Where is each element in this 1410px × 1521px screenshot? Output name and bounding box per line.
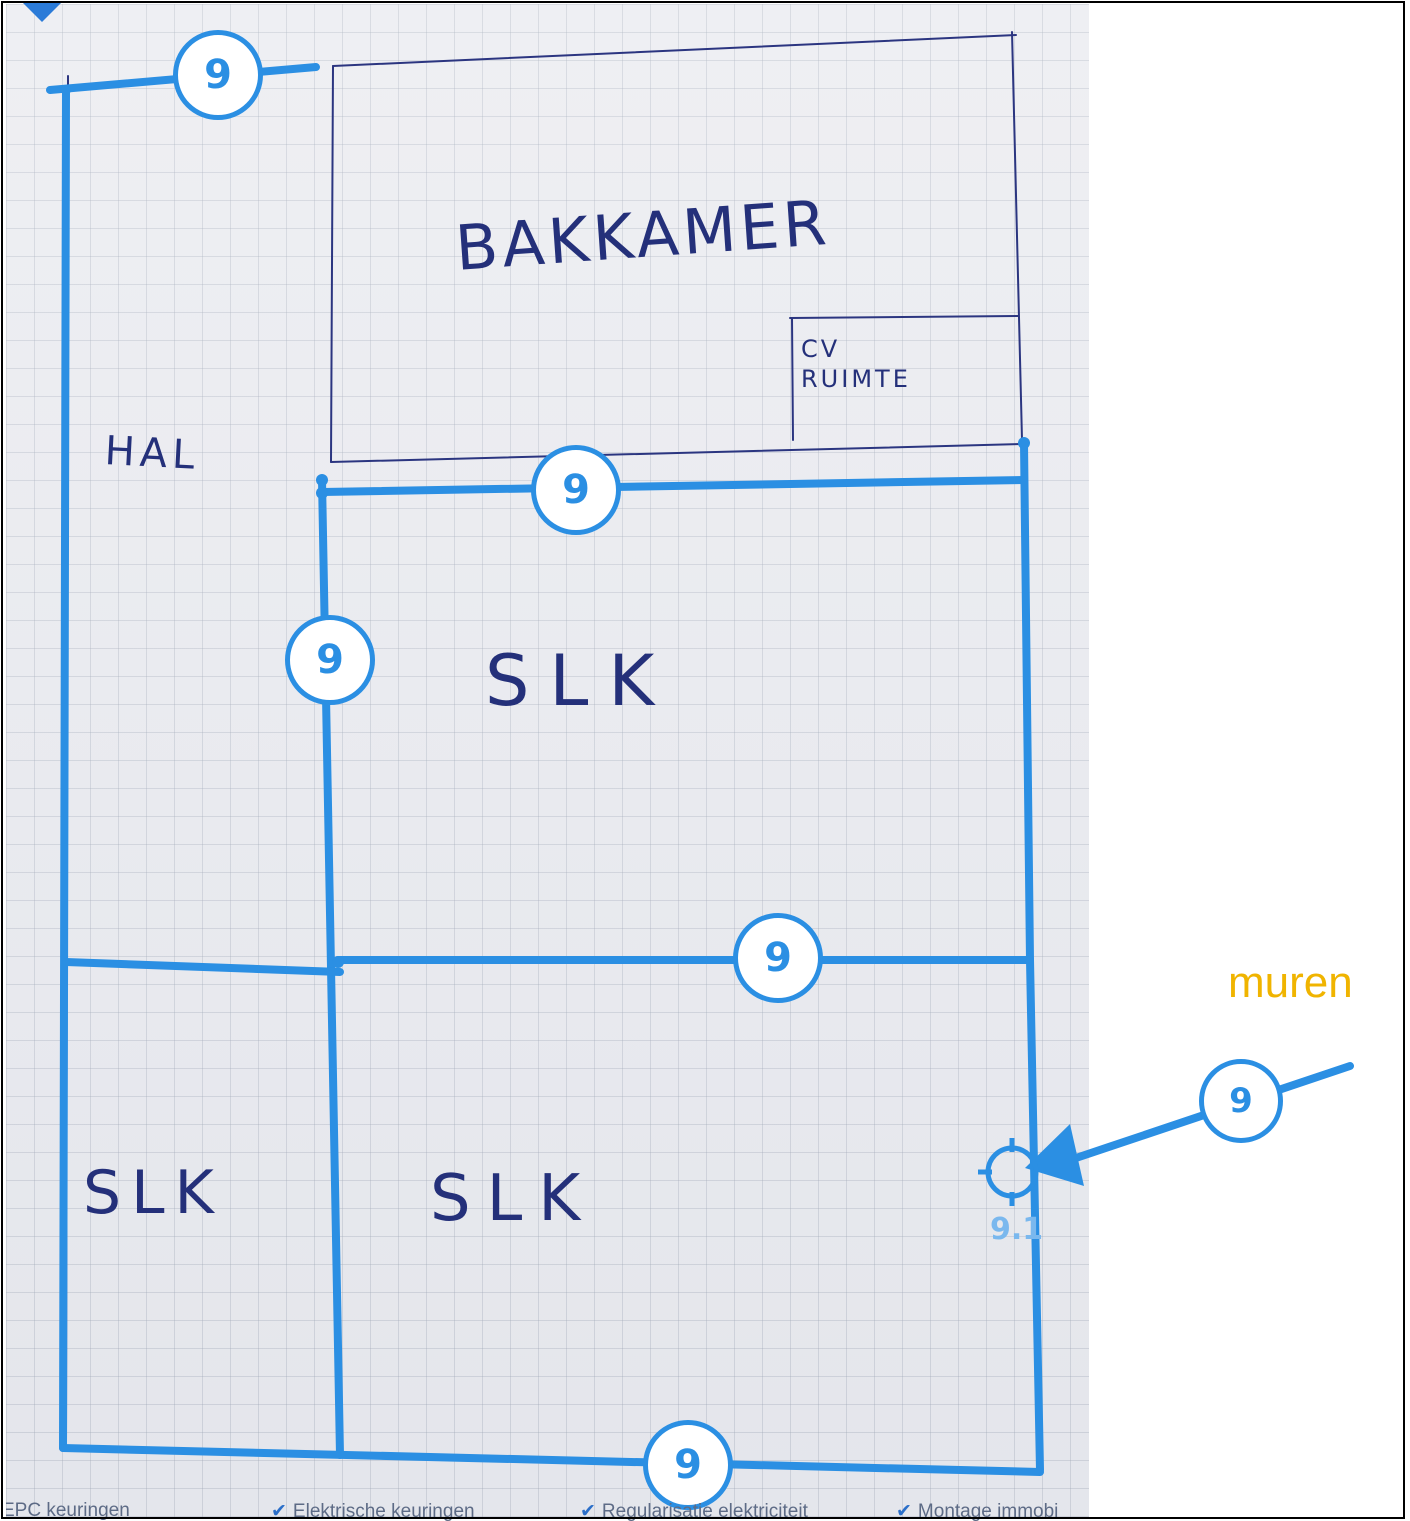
pen-line-cv-left — [791, 317, 794, 441]
measurement-badge-middle-lower[interactable]: 9 — [733, 913, 823, 1003]
wall-hal-bottom[interactable] — [62, 958, 344, 976]
room-label-cv-ruimte: CV RUIMTE — [801, 334, 911, 394]
room-label-slk-top: SLK — [485, 640, 675, 722]
measurement-badge-arrow[interactable]: 9 — [1199, 1059, 1283, 1143]
wall-left-outer[interactable] — [59, 86, 70, 1452]
wall-node — [332, 956, 344, 968]
footer-item-montage: ✔Montage immobi — [896, 1500, 1058, 1521]
footer-item-epc: EPC keuringen — [6, 1500, 130, 1521]
room-label-hal: HAL — [103, 428, 201, 479]
category-label-muren[interactable]: muren — [1228, 958, 1353, 1007]
cv-line-1: CV — [801, 335, 841, 363]
pen-line-top — [332, 34, 1017, 67]
wall-node — [61, 85, 71, 95]
room-label-slk-bottom-left: SLK — [83, 1158, 224, 1228]
measurement-badge-top-left[interactable]: 9 — [173, 30, 263, 120]
photo-footer-strip: EPC keuringen ✔Elektrische keuringen ✔Re… — [6, 1500, 1089, 1521]
footer-text: EPC keuringen — [6, 1500, 130, 1521]
measurement-badge-left-vertical[interactable]: 9 — [285, 615, 375, 705]
target-readout: 9.1 — [990, 1212, 1044, 1247]
check-icon: ✔ — [580, 1501, 596, 1521]
footer-text: Elektrische keuringen — [292, 1501, 475, 1521]
check-icon: ✔ — [271, 1501, 287, 1521]
measurement-badge-bottom[interactable]: 9 — [643, 1420, 733, 1510]
footer-text: Montage immobi — [917, 1501, 1059, 1521]
wall-right-upper[interactable] — [1020, 439, 1034, 964]
crosshair-icon[interactable] — [978, 1138, 1039, 1206]
paper-texture — [6, 4, 1089, 1519]
wall-node — [316, 487, 328, 499]
arrow-head-icon — [1025, 1124, 1084, 1186]
floorplan-photo — [6, 4, 1089, 1519]
measurement-badge-middle-top[interactable]: 9 — [531, 445, 621, 535]
corner-marker-icon — [22, 2, 62, 22]
pen-line-right-top — [1011, 31, 1023, 441]
wall-right-lower[interactable] — [1026, 956, 1044, 1474]
wall-bottom[interactable] — [59, 1444, 1044, 1476]
pen-line-bakkamer-bottom — [330, 443, 1023, 463]
room-label-slk-bottom-right: SLK — [430, 1162, 597, 1236]
wall-node — [316, 474, 328, 486]
footer-item-elektrische: ✔Elektrische keuringen — [271, 1500, 475, 1521]
pen-line-bakkamer-left — [330, 65, 334, 463]
footer-text: Regularisatie elektriciteit — [601, 1501, 808, 1521]
cv-line-2: RUIMTE — [801, 365, 911, 393]
check-icon: ✔ — [896, 1501, 912, 1521]
pen-line-cv-top — [789, 315, 1019, 319]
wall-node — [1018, 437, 1030, 449]
wall-bakkamer-slk[interactable] — [318, 476, 1028, 496]
footer-item-regularisatie: ✔Regularisatie elektriciteit — [580, 1500, 808, 1521]
